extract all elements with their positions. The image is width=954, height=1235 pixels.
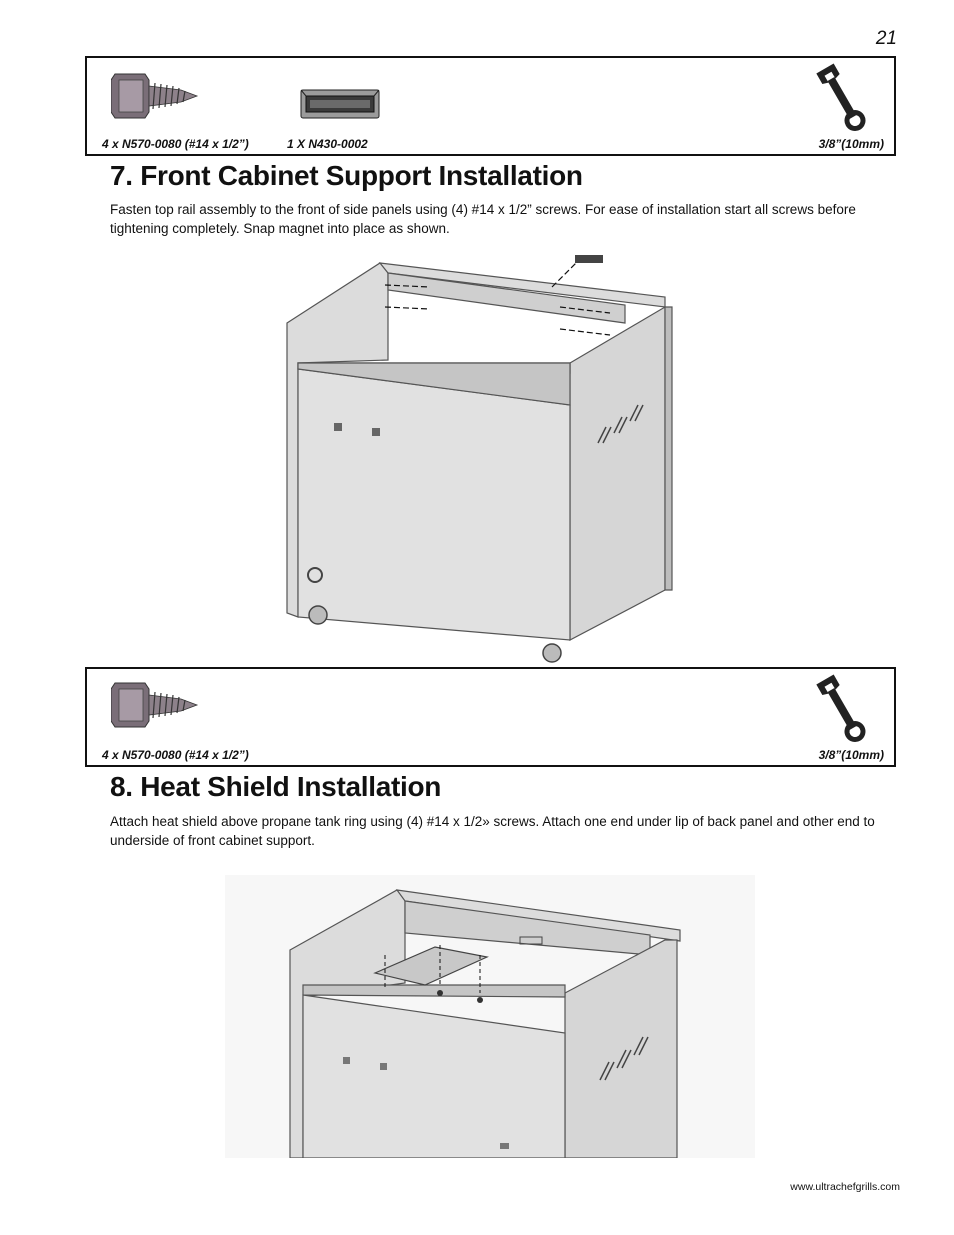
section-instructions-8: Attach heat shield above propane tank ri… bbox=[110, 814, 875, 848]
magnet-icon bbox=[300, 86, 382, 127]
section-instructions-7: Fasten top rail assembly to the front of… bbox=[110, 202, 856, 236]
section-title-8: 8. Heat Shield Installation bbox=[110, 771, 442, 802]
page-number: 21 bbox=[875, 28, 897, 49]
screw-caption: 4 x N570-0080 (#14 x 1/2”) bbox=[102, 137, 249, 151]
parts-box-section-8: 4 x N570-0080 (#14 x 1/2”) 3/8”(10mm) bbox=[85, 667, 896, 767]
section-title-7: 7. Front Cabinet Support Installation bbox=[110, 160, 583, 191]
wrench-icon bbox=[815, 62, 870, 139]
screw-caption: 4 x N570-0080 (#14 x 1/2”) bbox=[102, 748, 249, 762]
screw-icon bbox=[110, 675, 201, 740]
footer-url: www.ultrachefgrills.com bbox=[790, 1181, 900, 1193]
wrench-caption: 3/8”(10mm) bbox=[818, 748, 884, 762]
screw-icon bbox=[110, 66, 201, 131]
cabinet-front-support-diagram bbox=[270, 245, 690, 665]
parts-box-section-7: 4 x N570-0080 (#14 x 1/2”) 1 X N430-0002… bbox=[85, 56, 896, 156]
magnet-caption: 1 X N430-0002 bbox=[287, 137, 368, 151]
wrench-icon bbox=[815, 673, 870, 750]
wrench-caption: 3/8”(10mm) bbox=[818, 137, 884, 151]
heat-shield-diagram bbox=[225, 875, 755, 1158]
